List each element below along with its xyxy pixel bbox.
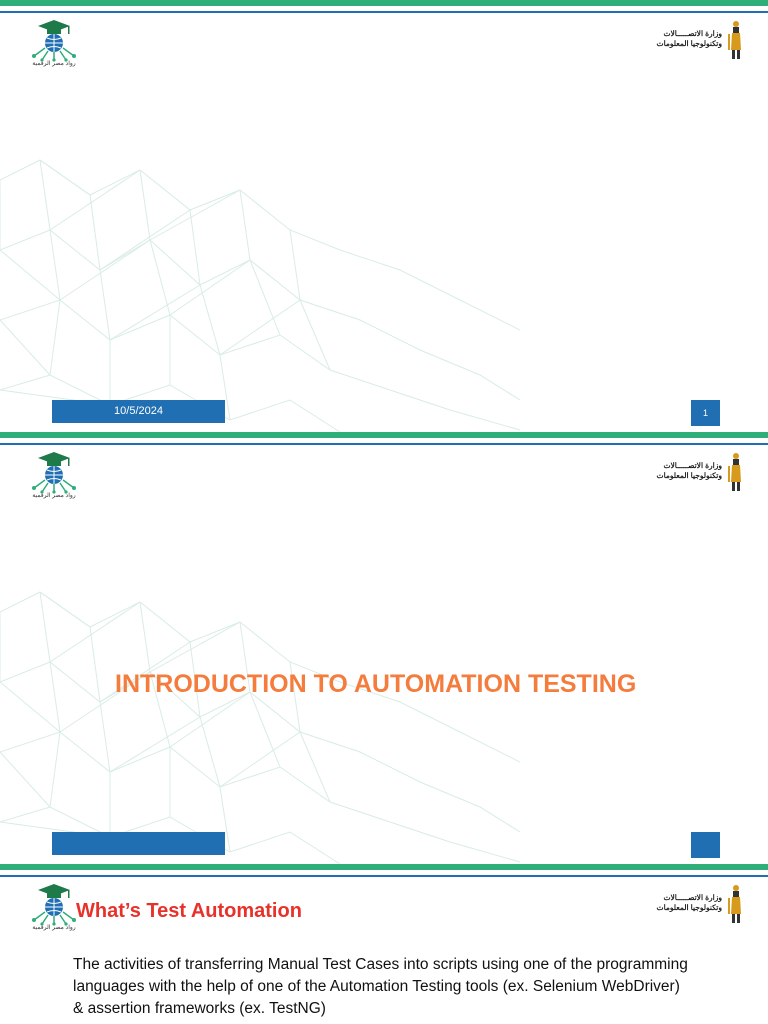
ministry-line-2: وتكنولوجيا المعلومات bbox=[656, 471, 722, 480]
slide-date: 10/5/2024 bbox=[52, 400, 225, 423]
graduation-cap-globe-icon bbox=[24, 18, 84, 62]
ministry-line-2: وتكنولوجيا المعلومات bbox=[656, 39, 722, 48]
slide-heading: What’s Test Automation bbox=[76, 900, 302, 922]
ministry-logo: وزارة الاتصـــــالات وتكنولوجيا المعلوما… bbox=[650, 452, 750, 492]
top-blue-bar bbox=[0, 443, 768, 445]
slide-date bbox=[52, 832, 225, 855]
ministry-logo: وزارة الاتصـــــالات وتكنولوجيا المعلوما… bbox=[650, 884, 750, 924]
top-green-bar bbox=[0, 0, 768, 6]
slide-title: INTRODUCTION TO AUTOMATION TESTING bbox=[115, 670, 637, 698]
ministry-logo: وزارة الاتصـــــالات وتكنولوجيا المعلوما… bbox=[650, 20, 750, 60]
ministry-name: وزارة الاتصـــــالات وتكنولوجيا المعلوما… bbox=[657, 29, 722, 49]
left-logo-text: رواد مصر الرقمية bbox=[32, 493, 76, 499]
top-blue-bar bbox=[0, 875, 768, 877]
ministry-line-1: وزارة الاتصـــــالات bbox=[663, 29, 722, 38]
left-logo-text: رواد مصر الرقمية bbox=[32, 61, 76, 67]
top-blue-bar bbox=[0, 11, 768, 13]
ministry-name: وزارة الاتصـــــالات وتكنولوجيا المعلوما… bbox=[657, 893, 722, 913]
slide-number bbox=[691, 832, 720, 858]
top-green-bar bbox=[0, 864, 768, 870]
network-pattern-background bbox=[0, 100, 520, 432]
ministry-line-2: وتكنولوجيا المعلومات bbox=[656, 903, 722, 912]
digital-egypt-pioneers-logo: رواد مصر الرقمية bbox=[24, 450, 84, 502]
top-green-bar bbox=[0, 432, 768, 438]
pharaonic-figure-icon bbox=[726, 20, 746, 60]
graduation-cap-globe-icon bbox=[24, 450, 84, 494]
digital-egypt-pioneers-logo: رواد مصر الرقمية bbox=[24, 18, 84, 70]
slide-1: رواد مصر الرقمية وزارة الاتصـــــالات وت… bbox=[0, 0, 768, 432]
left-logo-text: رواد مصر الرقمية bbox=[32, 925, 76, 931]
ministry-line-1: وزارة الاتصـــــالات bbox=[663, 893, 722, 902]
pharaonic-figure-icon bbox=[726, 884, 746, 924]
slide-number: 1 bbox=[691, 400, 720, 426]
slide-body-text: The activities of transferring Manual Te… bbox=[73, 956, 688, 1017]
pharaonic-figure-icon bbox=[726, 452, 746, 492]
graduation-cap-globe-icon bbox=[24, 882, 84, 926]
slide-3: رواد مصر الرقمية وزارة الاتصـــــالات وت… bbox=[0, 864, 768, 1024]
ministry-name: وزارة الاتصـــــالات وتكنولوجيا المعلوما… bbox=[657, 461, 722, 481]
ministry-line-1: وزارة الاتصـــــالات bbox=[663, 461, 722, 470]
slide-2: رواد مصر الرقمية وزارة الاتصـــــالات وت… bbox=[0, 432, 768, 864]
digital-egypt-pioneers-logo: رواد مصر الرقمية bbox=[24, 882, 84, 934]
